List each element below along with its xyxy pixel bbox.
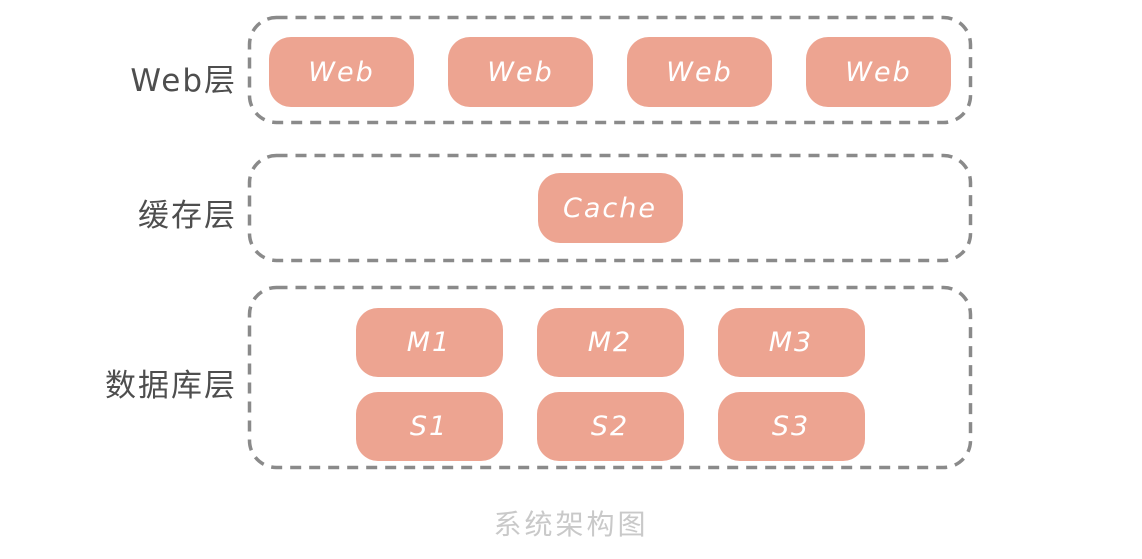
node-master-2: M2: [536, 308, 684, 377]
layer-cache: Cache: [247, 153, 973, 263]
db-masters-row: M1 M2 M3: [247, 285, 973, 377]
dashed-border-web: [247, 15, 973, 125]
node-web-1: Web: [269, 37, 414, 107]
layer-label-web: Web层: [130, 63, 237, 99]
node-web-4: Web: [806, 37, 951, 107]
web-nodes-row: Web Web Web Web: [247, 15, 973, 107]
node-web-3: Web: [627, 37, 772, 107]
node-master-1: M1: [355, 308, 503, 377]
cache-nodes-row: Cache: [247, 153, 973, 243]
node-slave-1: S1: [355, 392, 503, 461]
node-slave-3: S3: [717, 392, 865, 461]
node-slave-2: S2: [536, 392, 684, 461]
dashed-border-cache: [247, 153, 973, 263]
diagram-title: 系统架构图: [493, 508, 649, 541]
node-master-3: M3: [717, 308, 865, 377]
dashed-border-database: [247, 285, 973, 470]
layer-web: Web Web Web Web: [247, 15, 973, 125]
node-web-2: Web: [448, 37, 593, 107]
layer-label-cache: 缓存层: [138, 198, 237, 234]
node-cache: Cache: [537, 173, 683, 243]
layer-database: M1 M2 M3 S1 S2 S3: [247, 285, 973, 470]
layer-label-database: 数据库层: [105, 368, 237, 404]
db-slaves-row: S1 S2 S3: [247, 377, 973, 461]
